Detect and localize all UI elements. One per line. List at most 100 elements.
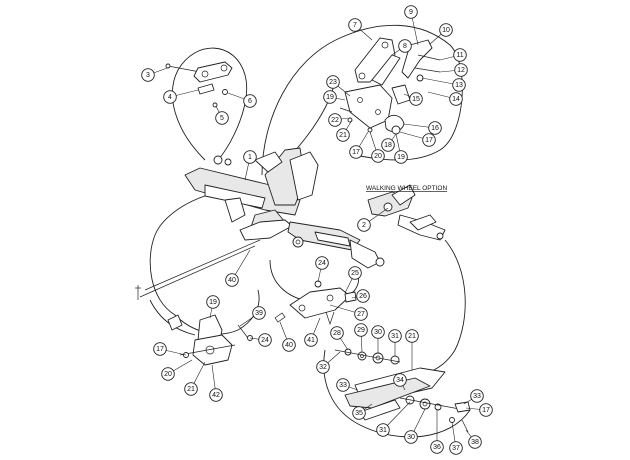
callout-number: 30: [374, 329, 382, 336]
callout-circle: [388, 329, 402, 343]
callout-6: 6: [243, 94, 257, 108]
callout-circle: [161, 367, 175, 381]
callout-number: 11: [456, 52, 463, 59]
callout-circle: [184, 382, 198, 396]
callout-number: 31: [391, 333, 399, 340]
callout-15: 15: [409, 92, 423, 106]
callout-circle: [336, 378, 350, 392]
callout-number: 39: [255, 310, 263, 317]
callout-number: 17: [482, 407, 490, 414]
callout-circle: [453, 48, 467, 62]
callout-number: 13: [455, 82, 463, 89]
callout-circle: [405, 329, 419, 343]
callout-number: 9: [409, 9, 413, 16]
callout-21: 21: [184, 382, 198, 396]
callout-number: 29: [357, 327, 365, 334]
callout-number: 17: [156, 346, 164, 353]
callout-number: 20: [374, 153, 382, 160]
inset-arm-parts: [274, 280, 357, 326]
callout-circle: [404, 430, 418, 444]
callout-circle: [141, 68, 155, 82]
callout-13: 13: [452, 78, 466, 92]
callout-24: 24: [258, 333, 272, 347]
callout-5: 5: [215, 111, 229, 125]
callout-number: 18: [384, 142, 392, 149]
callout-number: 32: [319, 364, 327, 371]
callout-33: 33: [336, 378, 350, 392]
callout-35: 35: [352, 406, 366, 420]
callout-circle: [243, 150, 257, 164]
callout-circle: [398, 39, 412, 53]
callout-number: 33: [473, 393, 481, 400]
callout-number: 1: [248, 154, 252, 161]
callout-circle: [356, 289, 370, 303]
callout-40: 40: [282, 338, 296, 352]
callout-number: 35: [355, 410, 363, 417]
callout-circle: [430, 440, 444, 454]
callout-circle: [349, 145, 363, 159]
callout-circle: [479, 403, 493, 417]
callout-8: 8: [398, 39, 412, 53]
walking-wheel-option-parts: [367, 184, 446, 241]
callout-21: 21: [336, 128, 350, 142]
callout-number: 21: [339, 132, 347, 139]
main-frame-assembly: [135, 147, 385, 300]
callout-circle: [328, 113, 342, 127]
callout-33: 33: [470, 389, 484, 403]
callout-circle: [258, 333, 272, 347]
callout-40: 40: [225, 273, 239, 287]
callout-number: 12: [457, 67, 465, 74]
callout-number: 38: [471, 439, 479, 446]
callout-28: 28: [330, 326, 344, 340]
callout-circle: [215, 111, 229, 125]
callout-number: 16: [431, 125, 439, 132]
callout-16: 16: [428, 121, 442, 135]
callout-42: 42: [209, 388, 223, 402]
callout-circle: [449, 92, 463, 106]
callout-number: 19: [326, 94, 334, 101]
callout-circle: [439, 23, 453, 37]
callout-number: 5: [220, 115, 224, 122]
callout-19: 19: [394, 150, 408, 164]
callout-14: 14: [449, 92, 463, 106]
callout-circle: [354, 323, 368, 337]
callout-circle: [348, 18, 362, 32]
callout-number: 26: [359, 293, 367, 300]
callout-number: 28: [333, 330, 341, 337]
callout-1: 1: [243, 150, 257, 164]
callout-circle: [468, 435, 482, 449]
callout-23: 23: [326, 75, 340, 89]
callout-32: 32: [316, 360, 330, 374]
callout-circle: [209, 388, 223, 402]
callout-number: 4: [168, 94, 172, 101]
callout-34: 34: [393, 373, 407, 387]
callout-circle: [348, 266, 362, 280]
callout-12: 12: [454, 63, 468, 77]
inset-pivot-parts: [167, 314, 253, 366]
callout-number: 3: [146, 72, 150, 79]
callout-circle: [323, 90, 337, 104]
callout-circle: [422, 133, 436, 147]
callout-circle: [404, 5, 418, 19]
inset-bracket-parts: [339, 37, 441, 135]
callout-circle: [252, 306, 266, 320]
callout-circle: [449, 441, 463, 455]
callout-circle: [371, 149, 385, 163]
callout-number: 40: [228, 277, 236, 284]
callout-number: 2: [362, 222, 366, 229]
callout-17: 17: [349, 145, 363, 159]
callout-number: 23: [329, 79, 337, 86]
callout-number: 24: [318, 260, 326, 267]
callout-circle: [330, 326, 344, 340]
callout-24: 24: [315, 256, 329, 270]
callout-circle: [381, 138, 395, 152]
callout-circle: [243, 94, 257, 108]
callout-circle: [336, 128, 350, 142]
callout-circle: [357, 218, 371, 232]
callout-circle: [225, 273, 239, 287]
callout-circle: [454, 63, 468, 77]
callout-4: 4: [163, 90, 177, 104]
callout-number: 31: [379, 427, 387, 434]
callout-number: 19: [209, 299, 217, 306]
